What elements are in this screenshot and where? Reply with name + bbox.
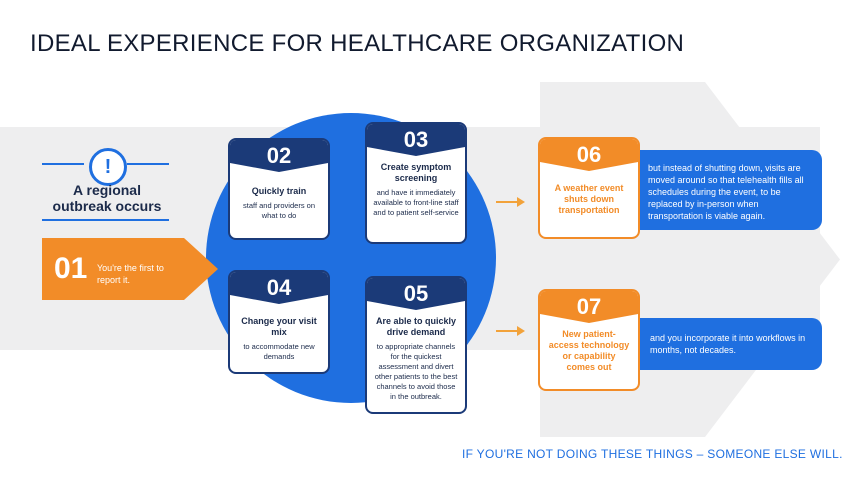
step-05-card: 05 Are able to quickly drive demand to a… — [365, 276, 467, 414]
step-04-card: 04 Change your visit mix to accommodate … — [228, 270, 330, 374]
arrow-to-07-head — [517, 326, 525, 336]
step-07-detail: and you incorporate it into workflows in… — [610, 318, 822, 370]
alert-line-left — [42, 163, 84, 165]
step-02-desc: staff and providers on what to do — [243, 201, 315, 220]
step-07-card: 07 New patient-access technology or capa… — [538, 289, 640, 391]
step-06-number: 06 — [540, 139, 638, 171]
footer-tagline: IF YOU'RE NOT DOING THESE THINGS – SOMEO… — [462, 447, 843, 461]
step-03-card: 03 Create symptom screening and have it … — [365, 122, 467, 244]
step-02-card: 02 Quickly train staff and providers on … — [228, 138, 330, 240]
alert-text: A regional outbreak occurs — [52, 182, 162, 214]
step-04-title: Change your visit mix — [241, 316, 317, 337]
alert-underline — [42, 219, 169, 221]
step-03-desc: and have it immediately available to fro… — [373, 188, 459, 217]
step-04-number: 04 — [230, 272, 328, 304]
step-06-detail: but instead of shutting down, visits are… — [610, 150, 822, 230]
arrow-to-06-head — [517, 197, 525, 207]
step-06-title: A weather event shuts down transportatio… — [554, 183, 624, 215]
page-title: IDEAL EXPERIENCE FOR HEALTHCARE ORGANIZA… — [30, 30, 685, 57]
step-07-number: 07 — [540, 291, 638, 323]
step-02-title: Quickly train — [251, 186, 307, 196]
step-01-number: 01 — [54, 252, 88, 285]
step-05-title: Are able to quickly drive demand — [375, 316, 457, 337]
step-07-title: New patient-access technology or capabil… — [548, 329, 630, 372]
step-01-arrow — [42, 238, 218, 300]
arrow-to-07-line — [496, 330, 518, 332]
exclamation-icon: ! — [89, 148, 127, 186]
alert-line-right — [127, 163, 169, 165]
step-05-desc: to appropriate channels for the quickest… — [374, 342, 458, 401]
step-04-desc: to accommodate new demands — [243, 342, 315, 361]
step-06-card: 06 A weather event shuts down transporta… — [538, 137, 640, 239]
arrow-to-06-line — [496, 201, 518, 203]
step-02-number: 02 — [230, 140, 328, 172]
step-03-number: 03 — [367, 124, 465, 156]
step-05-number: 05 — [367, 278, 465, 310]
step-03-title: Create symptom screening — [380, 162, 452, 183]
step-01-text: You're the first to report it. — [97, 263, 164, 285]
